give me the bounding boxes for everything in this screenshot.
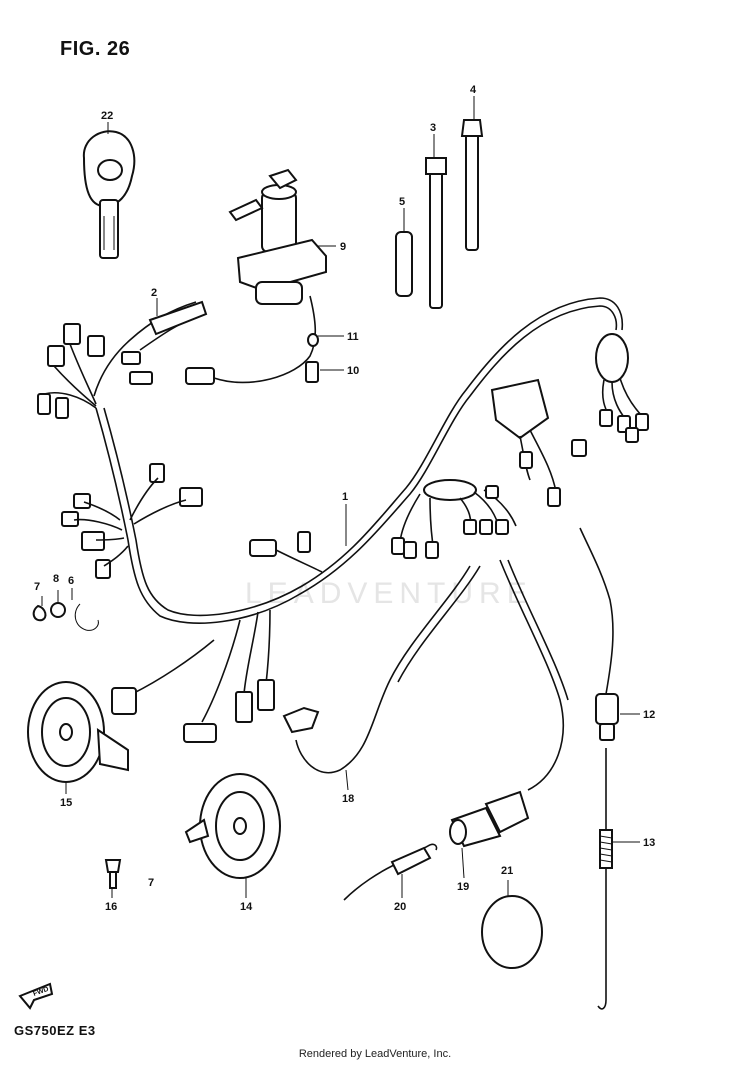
socket-and-spring-parts xyxy=(343,790,543,969)
model-code: GS750EZ E3 xyxy=(14,1023,96,1038)
front-arrow-icon: FWD xyxy=(18,982,54,1010)
callout-18: 18 xyxy=(342,793,354,805)
callout-19: 19 xyxy=(457,881,469,893)
horn-parts xyxy=(27,602,281,889)
callout-6: 6 xyxy=(68,575,74,587)
callout-12: 12 xyxy=(643,709,655,721)
callout-14: 14 xyxy=(240,901,253,913)
callout-7-left: 7 xyxy=(34,581,40,593)
callout-15: 15 xyxy=(60,797,72,809)
leader-lines xyxy=(41,96,640,898)
callout-9: 9 xyxy=(340,241,346,253)
callout-22: 22 xyxy=(101,110,113,122)
sub-wire-harness-part xyxy=(37,300,208,419)
footer-credit: Rendered by LeadVenture, Inc. xyxy=(298,1048,452,1060)
figure-title: FIG. 26 xyxy=(60,38,131,60)
callout-20: 20 xyxy=(394,901,406,913)
ignition-switch-part xyxy=(185,168,327,385)
callout-5: 5 xyxy=(399,196,405,208)
callout-8: 8 xyxy=(53,573,59,585)
ignition-key-part xyxy=(82,130,136,259)
callout-labels: 1 2 3 4 5 6 7 7 8 9 10 11 12 13 14 15 16… xyxy=(34,84,655,913)
callout-4: 4 xyxy=(470,84,477,96)
watermark: LEADVENTURE xyxy=(245,577,533,610)
callout-10: 10 xyxy=(347,365,359,377)
callout-2: 2 xyxy=(151,287,157,299)
callout-16: 16 xyxy=(105,901,117,913)
callout-13: 13 xyxy=(643,837,655,849)
callout-21: 21 xyxy=(501,865,513,877)
callout-11: 11 xyxy=(347,331,359,343)
main-wire-harness-part xyxy=(61,297,649,743)
band-and-clamp-parts xyxy=(395,119,484,309)
callout-1: 1 xyxy=(342,491,348,503)
callout-3: 3 xyxy=(430,122,436,134)
stop-switch-part xyxy=(579,527,619,1010)
callout-7-lower: 7 xyxy=(148,877,154,889)
harness-branch-part xyxy=(282,559,569,791)
